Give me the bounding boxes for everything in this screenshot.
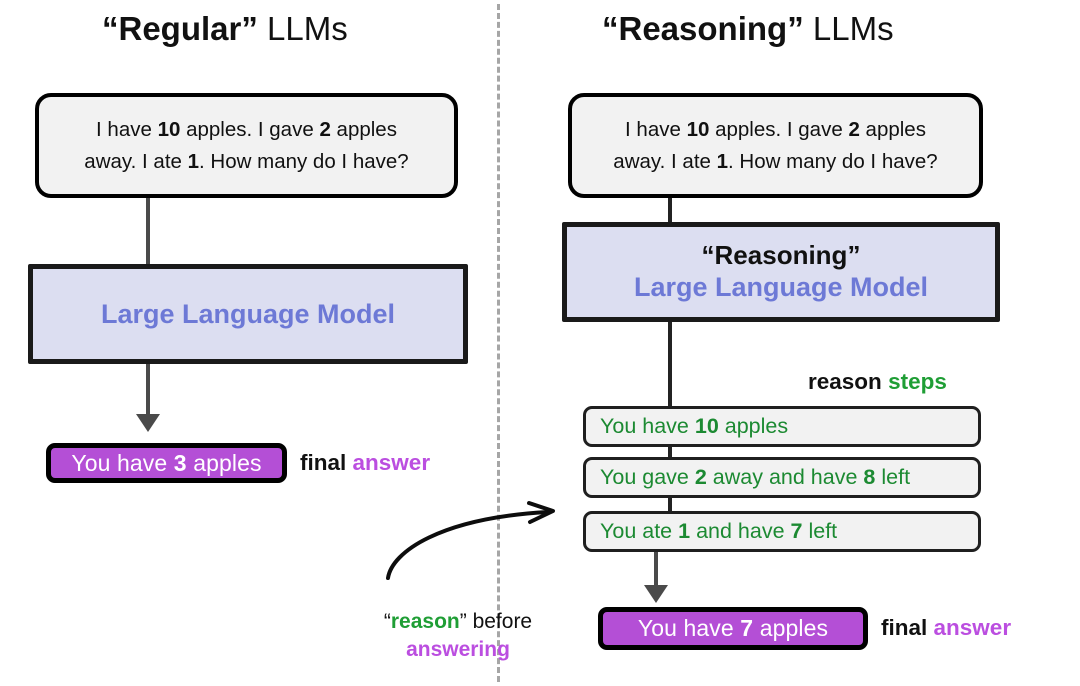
left-prompt-box: I have 10 apples. I gave 2 apples away. … (35, 93, 458, 198)
left-prompt-l2c: . How many do I have? (199, 149, 409, 173)
right-connector-steps-to-answer (654, 552, 658, 590)
right-prompt-text: I have 10 apples. I gave 2 apples away. … (613, 114, 937, 178)
right-title-quoted: “Reasoning” (602, 10, 804, 47)
step3-e: left (802, 519, 838, 543)
reasoning-step-2-text: You gave 2 away and have 8 left (600, 465, 910, 490)
reason-steps-caption: reason steps (808, 369, 947, 394)
step3-a: You ate (600, 519, 679, 543)
reasoning-step-3: You ate 1 and have 7 left (583, 511, 981, 552)
left-connector-prompt-to-llm (146, 198, 150, 266)
right-prompt-l1e: apples (859, 117, 926, 141)
left-prompt-text: I have 10 apples. I gave 2 apples away. … (84, 114, 408, 178)
step1-c: apples (718, 414, 789, 438)
step2-b: 2 (694, 465, 707, 489)
left-answer-a: You have (71, 449, 174, 476)
left-title-rest: LLMs (257, 10, 348, 47)
left-answer-text: You have 3 apples (71, 450, 261, 477)
annotation-close-quote: ” (459, 610, 467, 633)
step3-c: and have (690, 519, 791, 543)
right-answer-c: apples (753, 615, 829, 641)
left-column-title: “Regular” LLMs (102, 12, 348, 45)
right-answer-text: You have 7 apples (638, 615, 828, 642)
step3-b: 1 (678, 519, 691, 543)
step1-a: You have (600, 414, 695, 438)
right-caption-final: final (881, 615, 928, 640)
right-prompt-l1c: apples. I gave (709, 117, 849, 141)
step2-d: 8 (863, 465, 876, 489)
annotation-answering: answering (406, 638, 510, 662)
right-answer-box: You have 7 apples (598, 607, 868, 650)
reason-before-answering-annotation: “reason” before answering (358, 608, 558, 665)
step-connector-2-3 (668, 498, 672, 511)
left-connector-llm-to-answer (146, 364, 150, 416)
right-llm-box: “Reasoning” Large Language Model (562, 222, 1000, 322)
right-answer-a: You have (637, 615, 741, 641)
reasoning-step-3-text: You ate 1 and have 7 left (600, 519, 837, 544)
reasoning-step-1: You have 10 apples (583, 406, 981, 447)
right-prompt-l2b: 1 (716, 149, 729, 173)
right-column-title: “Reasoning” LLMs (602, 12, 894, 45)
curved-annotation-arrow-icon (386, 501, 555, 580)
right-prompt-l2c: . How many do I have? (728, 149, 938, 173)
left-answer-box: You have 3 apples (46, 443, 287, 483)
left-final-answer-caption: final answer (300, 450, 431, 475)
left-prompt-l1c: apples. I gave (180, 117, 320, 141)
left-prompt-l1a: I have (96, 117, 158, 141)
left-caption-final: final (300, 450, 347, 475)
step1-b: 10 (694, 414, 719, 438)
step-connector-1-2 (668, 447, 672, 458)
left-answer-c: apples (186, 449, 262, 476)
right-llm-title: “Reasoning” (701, 239, 861, 270)
right-answer-b: 7 (740, 615, 754, 641)
left-llm-box: Large Language Model (28, 264, 468, 364)
right-caption-answer: answer (933, 615, 1012, 640)
right-arrowhead-icon (644, 585, 668, 603)
left-title-quoted: “Regular” (102, 10, 258, 47)
right-prompt-l1b: 10 (686, 117, 710, 141)
annotation-line-1: “reason” before (358, 608, 558, 636)
left-prompt-l1b: 10 (157, 117, 181, 141)
right-connector-llm-to-steps (668, 322, 672, 407)
left-llm-name: Large Language Model (100, 298, 396, 329)
caption-steps: steps (888, 369, 947, 394)
right-title-rest: LLMs (803, 10, 894, 47)
left-prompt-l1d: 2 (319, 117, 331, 141)
step2-e: left (875, 465, 911, 489)
annotation-reason: reason (390, 610, 460, 633)
right-llm-name: Large Language Model (633, 271, 929, 302)
right-final-answer-caption: final answer (881, 615, 1012, 640)
caption-reason: reason (808, 369, 882, 394)
right-prompt-l1a: I have (625, 117, 687, 141)
column-divider (497, 4, 500, 682)
left-caption-answer: answer (352, 450, 431, 475)
left-prompt-l2b: 1 (187, 149, 200, 173)
reasoning-step-1-text: You have 10 apples (600, 414, 788, 439)
left-prompt-l2a: away. I ate (84, 149, 188, 173)
right-prompt-box: I have 10 apples. I gave 2 apples away. … (568, 93, 983, 198)
left-answer-b: 3 (173, 449, 187, 476)
step2-a: You gave (600, 465, 695, 489)
left-arrowhead-icon (136, 414, 160, 432)
right-prompt-l2a: away. I ate (613, 149, 717, 173)
step3-d: 7 (790, 519, 803, 543)
right-connector-prompt-to-llm (668, 198, 672, 224)
step2-c: away and have (706, 465, 864, 489)
reasoning-step-2: You gave 2 away and have 8 left (583, 457, 981, 498)
left-prompt-l1e: apples (330, 117, 397, 141)
annotation-open-quote: “ (383, 610, 391, 633)
annotation-before: before (466, 610, 533, 633)
right-prompt-l1d: 2 (848, 117, 860, 141)
